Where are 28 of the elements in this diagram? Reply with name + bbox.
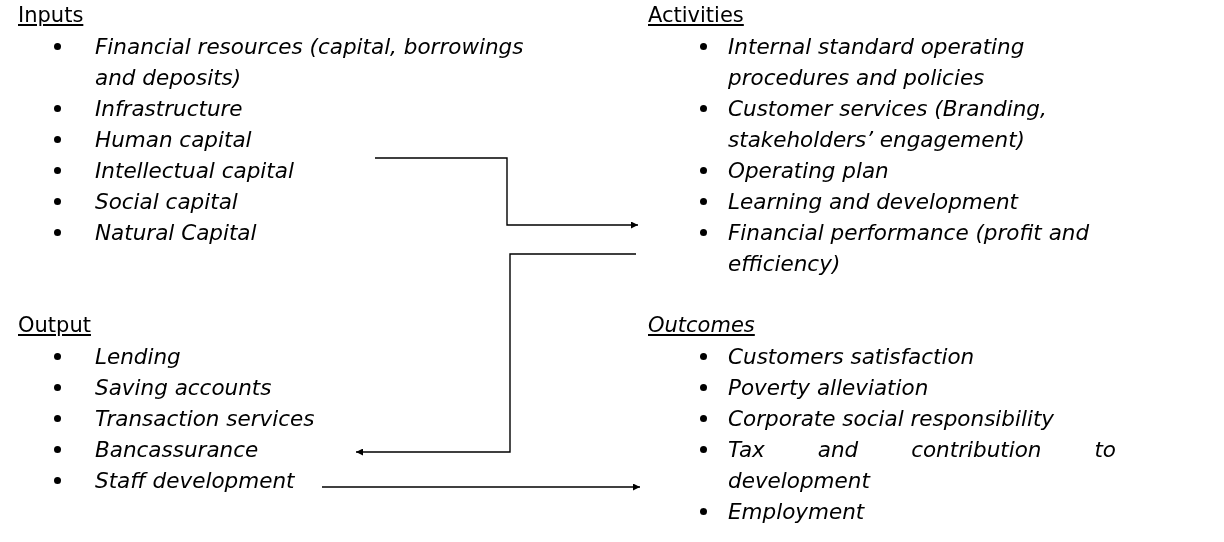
list-item: Customer services (Branding, stakeholders’ engagement) (728, 95, 1048, 154)
list-item: Intellectual capital (95, 157, 295, 185)
list-item: Tax and contribution to development (728, 436, 1116, 495)
list-item: Infrastructure (95, 95, 244, 123)
list-item: Staff development (95, 467, 296, 495)
list-item: Customers satisfaction (728, 343, 976, 371)
list-item: Financial performance (profit and efficiency) (728, 219, 1091, 278)
list-item: Transaction services (95, 405, 316, 433)
list-item: Internal standard operating procedures and policies (728, 33, 1026, 92)
list-item: Corporate social responsibility (728, 405, 1056, 433)
list-item: Lending (95, 343, 182, 371)
list-item: Operating plan (728, 157, 890, 185)
section-heading: Inputs (18, 2, 84, 29)
list-item: Social capital (95, 188, 239, 216)
arrow (321, 483, 641, 491)
list-item: Human capital (95, 126, 253, 154)
arrow (374, 157, 639, 229)
list-item: Bancassurance (95, 436, 260, 464)
list-item: Poverty alleviation (728, 374, 930, 402)
section-heading: Outcomes (648, 312, 755, 339)
list-item: Saving accounts (95, 374, 273, 402)
section-heading: Output (18, 312, 91, 339)
list-item: Employment (728, 498, 866, 526)
list-item: Natural Capital (95, 219, 258, 247)
list-item: Financial resources (capital, borrowings and deposits) (95, 33, 525, 92)
section-heading: Activities (648, 2, 744, 29)
arrow (355, 253, 637, 456)
list-item: Learning and development (728, 188, 1020, 216)
